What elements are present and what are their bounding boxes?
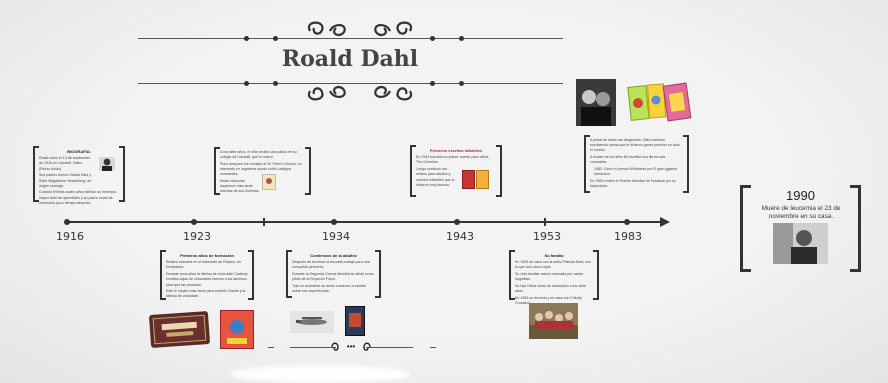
event-1923-text: Estas vivencias inspiraron más tarde muc… bbox=[220, 179, 260, 194]
book-cover-pink bbox=[662, 82, 692, 122]
page-title: Roald Dahl bbox=[281, 46, 419, 72]
year-label-1983: 1983 bbox=[614, 230, 642, 243]
formative-years-text: Esto le inspiró más tarde para escribir … bbox=[166, 289, 246, 299]
timeline-axis bbox=[66, 221, 663, 223]
formative-years-text: Realizó estudios en el internado de Rept… bbox=[166, 260, 241, 270]
biography-text: Roald nació el 13 de septiembre de 1916 … bbox=[39, 156, 91, 171]
formative-years-box[interactable]: Primeros años de formación Realizó estud… bbox=[160, 250, 254, 300]
title-dot bbox=[430, 81, 435, 86]
early-adulthood-heading: Comienzos de la adultez bbox=[310, 253, 357, 258]
title-dot bbox=[273, 36, 278, 41]
family-text: En 1953 se casó con la actriz Patricia N… bbox=[515, 260, 592, 270]
title-dot bbox=[244, 81, 249, 86]
book-cover bbox=[476, 170, 489, 189]
timeline-node-1934[interactable] bbox=[331, 219, 337, 225]
timeline-node-1983[interactable] bbox=[624, 219, 630, 225]
title-dot bbox=[430, 36, 435, 41]
event-1923-text: Poco después fue enviado al St. Peter's … bbox=[220, 161, 302, 177]
title-line-top bbox=[138, 38, 563, 39]
timeline-node-1943[interactable] bbox=[454, 219, 460, 225]
year-label-1943: 1943 bbox=[446, 230, 474, 243]
elderly-dahl-photo bbox=[773, 223, 828, 264]
event-1923-text: A los siete años, el niño recibió una pa… bbox=[220, 150, 297, 160]
timeline-node-1916[interactable] bbox=[64, 219, 70, 225]
title-dot bbox=[244, 36, 249, 41]
early-adulthood-text: Después de terminar la escuela trabajó p… bbox=[292, 260, 370, 270]
first-writings-box[interactable]: Primeros escritos infantiles En 1943 esc… bbox=[410, 145, 502, 197]
timeline-arrow bbox=[660, 217, 670, 227]
awards-text: A pesar de todas las desgracias, Dahl co… bbox=[590, 138, 680, 153]
charlie-book-cover bbox=[220, 310, 254, 349]
first-writings-heading: Primeros escritos infantiles bbox=[429, 148, 483, 153]
family-text: Su hija Olivia murió de sarampión a los … bbox=[515, 284, 586, 294]
title-dot bbox=[273, 81, 278, 86]
family-photo bbox=[529, 303, 578, 339]
nav-ellipsis[interactable]: ••• bbox=[336, 342, 366, 351]
first-writings-text: Luego continuó con relatos para adultos … bbox=[416, 167, 455, 187]
formative-years-heading: Primeros años de formación bbox=[179, 253, 234, 258]
biography-box[interactable]: BIOGRAFÍA: Roald nació el 13 de septiemb… bbox=[33, 146, 125, 205]
year-label-1990: 1990 bbox=[786, 188, 815, 203]
book-cover-green bbox=[627, 85, 650, 121]
year-label-1953: 1953 bbox=[533, 230, 561, 243]
year-label-1934: 1934 bbox=[322, 230, 350, 243]
awards-text: 1982: Ganó el premio Whitbread por El gr… bbox=[594, 167, 678, 177]
title-dot bbox=[459, 36, 464, 41]
bottom-glow bbox=[230, 365, 410, 383]
book-cover-yellow bbox=[646, 83, 667, 119]
gremlins-book-cover bbox=[462, 170, 475, 189]
awards-text: A finales de los años 80 escribió sus li… bbox=[590, 155, 666, 165]
family-box[interactable]: Su familia En 1953 se casó con la actriz… bbox=[509, 250, 599, 305]
boy-book-thumbnail bbox=[262, 174, 276, 190]
first-writings-text: En 1943 escribió su primer cuento para n… bbox=[416, 155, 490, 165]
family-text: Su vida familiar estuvo marcada por vari… bbox=[515, 272, 583, 282]
nav-line bbox=[430, 347, 436, 348]
family-heading: Su familia bbox=[544, 253, 564, 258]
nav-line bbox=[268, 347, 274, 348]
young-dahl-photo bbox=[99, 157, 115, 171]
timeline-tick bbox=[544, 218, 546, 226]
formative-years-text: Durante esos años la fábrica de chocolat… bbox=[166, 272, 248, 287]
awards-text: En 1983 recibió el Premio Mundial de Fan… bbox=[590, 178, 676, 189]
awards-box[interactable]: A pesar de todas las desgracias, Dahl co… bbox=[584, 135, 689, 193]
timeline-node-1923[interactable] bbox=[191, 219, 197, 225]
event-box-1923[interactable]: A los siete años, el niño recibió una pa… bbox=[214, 147, 311, 195]
biography-heading: BIOGRAFÍA: bbox=[67, 149, 91, 154]
title-line-bottom bbox=[138, 83, 563, 84]
early-adulthood-box[interactable]: Comienzos de la adultez Después de termi… bbox=[286, 250, 381, 298]
death-1990-text: Muere de leucemia el 23 de noviembre en … bbox=[761, 205, 841, 220]
dahl-family-photo bbox=[576, 79, 616, 126]
early-adulthood-text: Durante la Segunda Guerra Mundial se ali… bbox=[292, 272, 374, 282]
title-dot bbox=[459, 81, 464, 86]
biography-text: Sus padres fueron Harald Dahl y Sofie Ma… bbox=[39, 173, 92, 188]
family-text: En 1983 se divorció y se casó con Felici… bbox=[515, 295, 582, 306]
airplane-photo bbox=[290, 311, 334, 333]
biography-text: Cuando él tenía cuatro años falleció su … bbox=[39, 190, 117, 205]
cadbury-chocolate-box bbox=[148, 310, 211, 349]
timeline-tick bbox=[263, 218, 265, 226]
year-label-1923: 1923 bbox=[183, 230, 211, 243]
death-1990-box[interactable]: 1990 Muere de leucemia el 23 de noviembr… bbox=[740, 185, 861, 272]
book-cover-dark bbox=[345, 306, 365, 336]
early-adulthood-text: Tras un accidente de avión comenzó a esc… bbox=[292, 284, 367, 294]
year-label-1916: 1916 bbox=[56, 230, 84, 243]
